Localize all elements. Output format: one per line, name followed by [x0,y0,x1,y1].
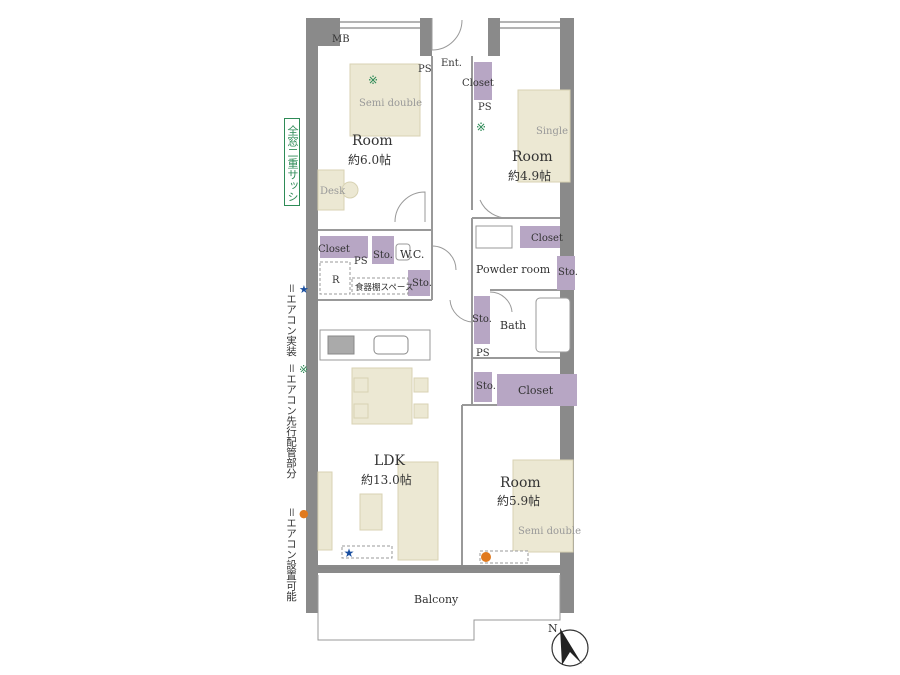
label-storage-powder: Sto. [558,267,578,278]
storage-hall [474,296,490,344]
legend-text-piping: ＝エアコン先行配管部分 [285,363,297,479]
ac-piping-icon-room2: ※ [476,120,486,134]
label-room2: Room [512,149,553,165]
top-windows [318,21,560,569]
north-label: N [548,622,558,635]
label-bath: Bath [500,319,526,332]
label-balcony: Balcony [414,593,459,606]
legend-item-possible: ● ＝エアコン設置可能 [284,507,309,617]
legend-item-installed: ★ ＝エアコン実装 [284,283,309,363]
balcony [317,575,561,641]
bed-semi-double-2 [512,459,574,553]
storage-low [474,372,492,402]
orange-dot-icon: ● [299,507,309,520]
label-ldk: LDK [374,453,406,469]
label-room3-size: 約5.9帖 [497,493,540,508]
label-entrance: Ent. [441,58,462,69]
storage-wc [372,236,394,264]
label-semi-double-1: Semi double [359,98,422,109]
label-ps-left: PS [354,256,368,267]
star-icon: ★ [299,283,309,296]
storage-left [408,270,430,296]
label-ps-top: PS [418,64,432,75]
closet-left [320,236,368,258]
north-arrow: N [548,622,589,667]
label-storage-low: Sto. [476,381,496,392]
storage-powder [557,256,575,290]
kitchen [319,261,431,361]
double-sash-note: 全窓二重サッシ [284,118,300,206]
label-desk: Desk [320,186,346,197]
closet-right [520,226,560,248]
label-room1-size: 約6.0帖 [348,152,391,167]
bed-semi-double-1 [349,63,421,137]
label-mb: MB [332,34,350,45]
storage-areas [320,62,577,406]
desk-chair [341,181,359,199]
piping-icon: ※ [299,363,309,376]
label-semi-double-2: Semi double [518,526,581,537]
label-storage-hall: Sto. [472,314,492,325]
label-closet-left: Closet [318,244,350,255]
closet-low [497,374,577,406]
label-closet-right: Closet [531,233,563,244]
closet-entry [474,62,492,100]
label-pantry-space: 食器棚スペース [355,282,413,293]
ac-piping-icon-room1: ※ [368,73,378,87]
label-single: Single [536,126,568,137]
chairs [353,377,429,419]
coffee-table [359,493,383,531]
label-wc: W.C. [400,248,424,261]
label-room1: Room [352,133,393,149]
tv-board [317,471,333,551]
label-closet-low: Closet [518,384,554,397]
label-ldk-size: 約13.0帖 [361,472,412,487]
label-ps-hall: PS [476,348,490,359]
ac-possible-icon [481,552,491,562]
sofa [397,461,439,561]
fixtures [395,225,571,353]
ac-legend: ★ ＝エアコン実装 ※ ＝エアコン先行配管部分 ● ＝エアコン設置可能 [284,283,309,617]
label-refrigerator: R [332,275,340,286]
legend-item-piping: ※ ＝エアコン先行配管部分 [284,363,308,507]
ac-installed-icon: ★ [344,546,355,560]
label-room2-size: 約4.9帖 [508,168,551,183]
furniture [317,63,574,561]
label-room3: Room [500,475,541,491]
label-storage-wc: Sto. [373,250,393,261]
label-closet-entry: Closet [462,78,494,89]
label-storage-left: Sto. [412,278,432,289]
label-powder-room: Powder room [476,263,551,276]
bed-single [517,89,571,183]
legend-text-installed: ＝エアコン実装 [285,283,297,357]
label-ps-entry: PS [478,102,492,113]
legend-text-possible: ＝エアコン設置可能 [285,507,297,602]
doors [394,18,513,323]
